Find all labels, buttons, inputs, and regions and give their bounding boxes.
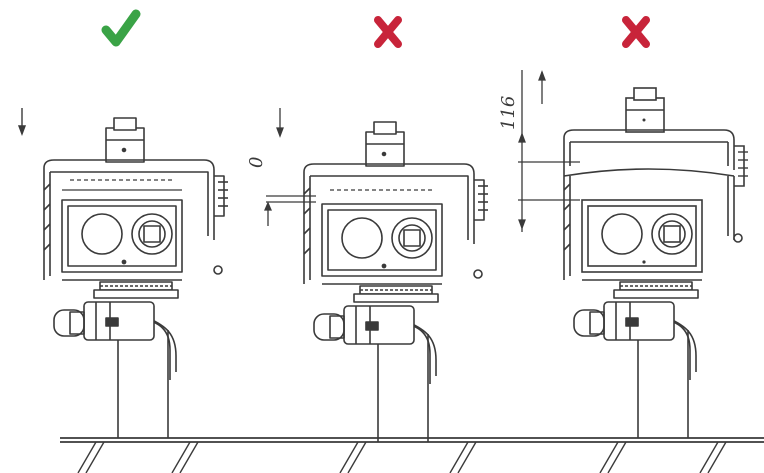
ground-rail [60, 437, 764, 473]
check-icon [101, 9, 141, 47]
unit-correct [43, 117, 229, 439]
cross-icon [622, 16, 650, 48]
dimension-label-right: 116 [498, 96, 519, 130]
dimension-label-middle: 0 [246, 157, 267, 168]
unit-wrong-gap-zero [303, 121, 489, 443]
unit-wrong-gap-116 [563, 87, 748, 439]
reference-arrow-left [17, 108, 27, 136]
dimension-right [518, 70, 580, 232]
cross-icon [374, 16, 402, 48]
dimension-middle [264, 108, 316, 226]
